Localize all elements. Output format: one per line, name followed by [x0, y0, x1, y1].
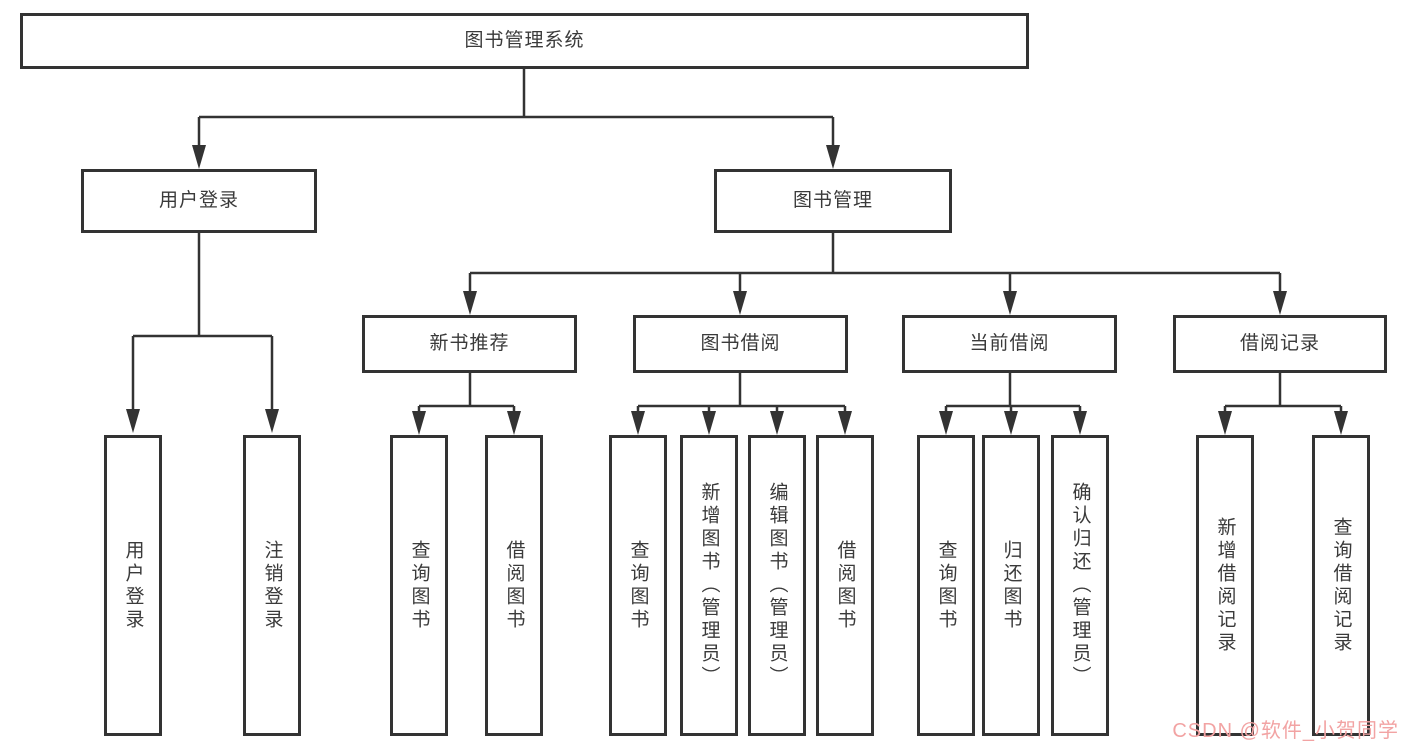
edge-borrowrec-to-leaves: [1223, 372, 1343, 414]
node-label: 查询图书: [627, 539, 649, 632]
leaf-add-books-admin: 新增图书（管理员）: [680, 435, 738, 736]
node-user-login: 用户登录: [81, 169, 317, 233]
node-label: 用户登录: [122, 539, 144, 632]
node-label: 当前借阅: [969, 332, 1050, 354]
node-label: 图书借阅: [700, 332, 781, 354]
node-label: 新增借阅记录: [1214, 516, 1236, 655]
node-label: 新书推荐: [429, 332, 510, 354]
node-library-management-system: 图书管理系统: [20, 13, 1029, 69]
arrow-down-icon: [838, 411, 852, 435]
leaf-query-books-current: 查询图书: [917, 435, 975, 736]
leaf-logout: 注销登录: [243, 435, 301, 736]
leaf-borrow-books-borrowing: 借阅图书: [816, 435, 874, 736]
node-label: 查询图书: [408, 539, 430, 632]
arrow-down-icon: [733, 291, 747, 315]
csdn-watermark: CSDN @软件_小贺同学: [1172, 720, 1399, 742]
arrow-down-icon: [939, 411, 953, 435]
node-label: 借阅记录: [1239, 332, 1320, 354]
node-new-book-recommendation: 新书推荐: [362, 315, 577, 373]
arrowhead-icons: [126, 145, 1348, 435]
node-book-borrowing: 图书借阅: [633, 315, 848, 373]
arrow-down-icon: [702, 411, 716, 435]
node-book-management: 图书管理: [714, 169, 952, 233]
leaf-edit-books-admin: 编辑图书（管理员）: [748, 435, 806, 736]
edge-bookmgmt-to-level3: [468, 233, 1282, 295]
arrow-down-icon: [1218, 411, 1232, 435]
leaf-query-borrow-record: 查询借阅记录: [1312, 435, 1370, 736]
node-label: 注销登录: [261, 539, 283, 632]
edge-root-to-level2: [197, 69, 835, 148]
node-label: 借阅图书: [503, 539, 525, 632]
leaf-confirm-return-admin: 确认归还（管理员）: [1051, 435, 1109, 736]
leaf-query-books-recommend: 查询图书: [390, 435, 448, 736]
edge-userlogin-to-leaves: [131, 233, 274, 412]
arrow-down-icon: [463, 291, 477, 315]
node-label: 确认归还（管理员）: [1069, 482, 1091, 689]
arrow-down-icon: [192, 145, 206, 169]
arrow-down-icon: [1073, 411, 1087, 435]
leaf-return-books: 归还图书: [982, 435, 1040, 736]
node-current-borrowing: 当前借阅: [902, 315, 1117, 373]
edge-bookborrow-to-leaves: [636, 372, 847, 414]
arrow-down-icon: [1334, 411, 1348, 435]
leaf-query-books-borrowing: 查询图书: [609, 435, 667, 736]
arrow-down-icon: [770, 411, 784, 435]
leaf-add-borrow-record: 新增借阅记录: [1196, 435, 1254, 736]
node-label: 归还图书: [1000, 539, 1022, 632]
node-label: 编辑图书（管理员）: [766, 482, 788, 689]
edge-currentborrow-to-leaves: [944, 372, 1082, 414]
node-label: 查询图书: [935, 539, 957, 632]
arrow-down-icon: [826, 145, 840, 169]
arrow-down-icon: [1004, 411, 1018, 435]
node-label: 新增图书（管理员）: [698, 482, 720, 689]
node-borrowing-records: 借阅记录: [1173, 315, 1387, 373]
arrow-down-icon: [1273, 291, 1287, 315]
arrow-down-icon: [265, 409, 279, 433]
arrow-down-icon: [412, 411, 426, 435]
arrow-down-icon: [1003, 291, 1017, 315]
leaf-borrow-books-recommend: 借阅图书: [485, 435, 543, 736]
node-label: 借阅图书: [834, 539, 856, 632]
leaf-user-login: 用户登录: [104, 435, 162, 736]
arrow-down-icon: [126, 409, 140, 433]
node-label: 图书管理系统: [464, 29, 585, 51]
edge-newrec-to-leaves: [417, 372, 516, 414]
node-label: 用户登录: [158, 189, 239, 211]
node-label: 图书管理: [792, 189, 873, 211]
arrow-down-icon: [507, 411, 521, 435]
node-label: 查询借阅记录: [1330, 516, 1352, 655]
arrow-down-icon: [631, 411, 645, 435]
